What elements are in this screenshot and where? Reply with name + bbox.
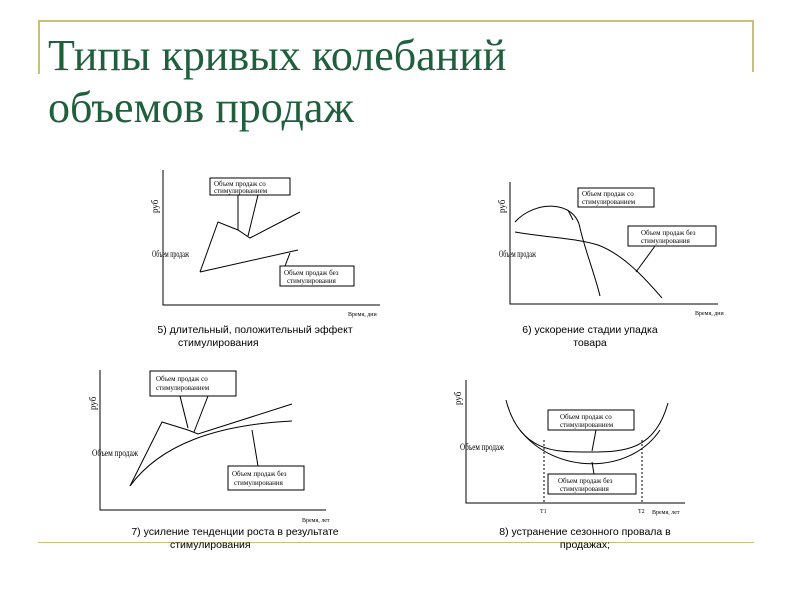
diagram-8-base-text-1: Объем продаж без bbox=[558, 477, 613, 485]
caption-6: 6) ускорение стадии упадка товара bbox=[490, 324, 690, 350]
caption-6-line-2: товара bbox=[573, 337, 607, 349]
title-line-1: Типы кривых колебаний bbox=[48, 31, 507, 80]
diagram-6-stim-text-1: Объем продаж со bbox=[582, 190, 634, 198]
diagram-5-stim-text-1: Объем продаж со bbox=[214, 180, 266, 188]
diagram-8-pointer-b bbox=[591, 461, 595, 475]
diagram-6-base-text-1: Объем продаж без bbox=[641, 229, 696, 237]
frame-left-line bbox=[38, 20, 40, 74]
diagram-6-base-text-2: стимулирования bbox=[641, 237, 691, 245]
diagram-8-x-label: Время, лет bbox=[652, 510, 680, 516]
caption-8-line-1: 8) устранение сезонного провала в bbox=[499, 526, 671, 538]
diagram-8-base-curve bbox=[519, 429, 661, 465]
diagram-8-stim-text-1: Объем продаж со bbox=[560, 413, 612, 421]
frame-right-line bbox=[752, 20, 754, 72]
diagram-8-y-rub: руб bbox=[453, 391, 463, 405]
caption-7: 7) усиление тенденции роста в результате… bbox=[100, 526, 370, 552]
diagram-6-y-volume: Объем продаж bbox=[499, 249, 537, 259]
diagram-5-base-text-1: Объем продаж без bbox=[284, 269, 339, 277]
caption-8: 8) устранение сезонного провала в продаж… bbox=[470, 526, 700, 552]
diagram-7-pointer-b bbox=[193, 395, 209, 433]
diagram-8-y-volume: Объем продаж bbox=[460, 442, 505, 452]
diagram-7-y-rub: руб bbox=[88, 396, 98, 410]
diagram-7-x-label: Время, лет bbox=[302, 518, 330, 524]
diagram-6-stim-curve bbox=[514, 205, 601, 297]
caption-5-line-1: 5) длительный, положительный эффект bbox=[157, 324, 353, 336]
diagram-7-box-stim bbox=[149, 370, 237, 397]
diagram-8-box-base bbox=[547, 473, 637, 495]
diagram-6-box-stim bbox=[577, 187, 655, 208]
diagram-6-y-rub: руб bbox=[497, 199, 507, 213]
diagram-5-base-curve bbox=[199, 249, 299, 273]
diagram-5-x-label: Время, дни bbox=[348, 312, 377, 318]
diagram-6-pointer-b bbox=[635, 245, 656, 273]
caption-5-line-2: стимулирования bbox=[178, 337, 259, 349]
diagram-6-stim-text-2: стимулированием bbox=[582, 198, 636, 206]
caption-6-line-1: 6) ускорение стадии упадка bbox=[522, 324, 658, 336]
diagram-6-base-curve bbox=[514, 231, 663, 299]
title-line-2: объемов продаж bbox=[48, 83, 354, 132]
caption-7-line-1: 7) усиление тенденции роста в результате bbox=[131, 526, 339, 538]
diagram-5-pointer-b bbox=[247, 194, 259, 237]
diagram-7-stim-curve bbox=[129, 403, 293, 487]
diagram-5-pointer-c bbox=[284, 252, 291, 267]
diagram-7-base-text-1: Объем продаж без bbox=[232, 470, 287, 478]
diagram-7-pointer-c bbox=[251, 429, 259, 467]
caption-8-line-2: продажах; bbox=[559, 539, 611, 551]
diagram-8-pointer-a bbox=[591, 429, 597, 452]
diagram-8-axes bbox=[465, 380, 685, 504]
frame-top-line bbox=[38, 20, 754, 22]
diagram-5-y-rub: руб bbox=[150, 199, 160, 213]
diagram-7-axes bbox=[99, 370, 326, 511]
diagram-7-stim-text-2: стимулированием bbox=[156, 384, 210, 392]
diagram-5-box-stim bbox=[209, 177, 291, 196]
diagram-7-base-text-2: стимулирования bbox=[234, 479, 284, 487]
page-title: Типы кривых колебаний объемов продаж bbox=[48, 30, 748, 134]
diagram-8-box-stim bbox=[547, 409, 635, 431]
diagram-8-base-text-2: стимулирования bbox=[560, 485, 610, 493]
diagram-7-pointer-a bbox=[179, 395, 189, 429]
diagram-6-box-base bbox=[627, 225, 717, 247]
diagram-6-axes bbox=[509, 182, 718, 305]
caption-7-line-2: стимулирования bbox=[170, 539, 251, 551]
frame-bottom-line bbox=[38, 542, 754, 543]
diagram-7-stim-text-1: Объем продаж со bbox=[156, 375, 208, 383]
diagram-8-t2-label: T2 bbox=[638, 509, 645, 515]
diagram-8-stim-text-2: стимулированием bbox=[560, 421, 614, 429]
caption-5: 5) длительный, положительный эффект стим… bbox=[110, 324, 400, 350]
diagram-5-axes bbox=[162, 170, 380, 306]
diagram-6-pointer-a bbox=[567, 209, 574, 221]
diagram-5-base-text-2: стимулирования bbox=[287, 277, 337, 285]
diagram-5-y-volume: Объем продаж bbox=[152, 249, 190, 259]
diagram-5-box-base bbox=[279, 265, 355, 287]
diagram-6-x-label: Время, дни bbox=[695, 311, 724, 317]
diagram-7-y-volume: Объем продаж bbox=[92, 448, 139, 458]
diagram-8-t1-label: T1 bbox=[540, 509, 547, 515]
diagram-7-box-base bbox=[227, 465, 305, 491]
diagram-7-base-curve bbox=[129, 420, 293, 487]
diagram-5-stim-text-2: стимулированием bbox=[214, 187, 268, 195]
